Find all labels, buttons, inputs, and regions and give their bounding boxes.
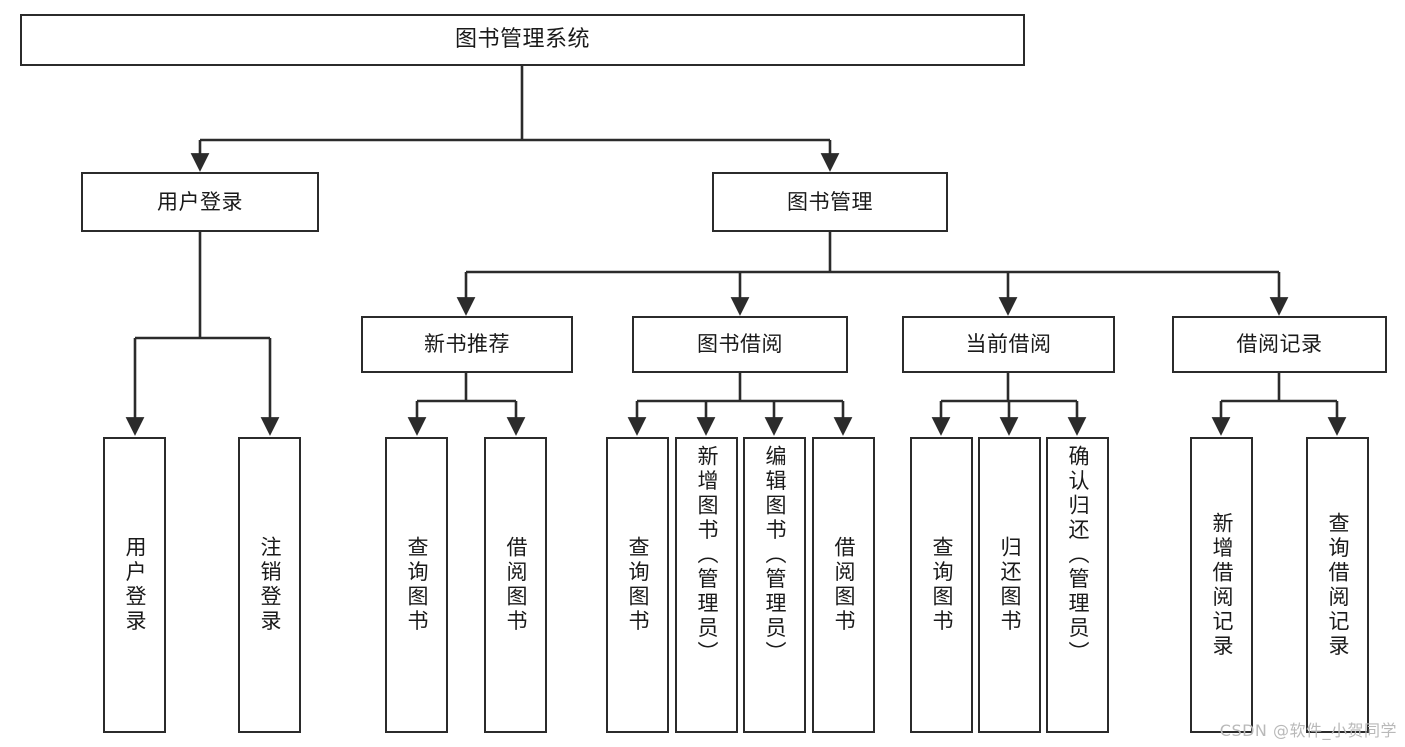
node-leaf-borrow-book-2[interactable]: 借阅图书 — [812, 437, 875, 733]
node-leaf-query-book-3-label: 查询图书 — [930, 536, 954, 634]
node-leaf-query-book-1[interactable]: 查询图书 — [385, 437, 448, 733]
node-leaf-add-book-label: 新增图书（管理员） — [695, 445, 719, 666]
node-leaf-query-book-2-label: 查询图书 — [626, 536, 650, 634]
node-new-book-recommend-label: 新书推荐 — [424, 332, 510, 357]
node-leaf-query-book-1-label: 查询图书 — [405, 536, 429, 634]
node-leaf-add-record[interactable]: 新增借阅记录 — [1190, 437, 1253, 733]
node-leaf-confirm-return[interactable]: 确认归还（管理员） — [1046, 437, 1109, 733]
node-borrow-record-label: 借阅记录 — [1236, 332, 1323, 357]
node-book-borrow[interactable]: 图书借阅 — [632, 316, 848, 373]
node-leaf-confirm-return-label: 确认归还（管理员） — [1066, 445, 1090, 666]
node-current-borrow-label: 当前借阅 — [965, 332, 1052, 357]
node-current-borrow[interactable]: 当前借阅 — [902, 316, 1115, 373]
node-leaf-query-record[interactable]: 查询借阅记录 — [1306, 437, 1369, 733]
node-leaf-query-book-3[interactable]: 查询图书 — [910, 437, 973, 733]
node-leaf-query-book-2[interactable]: 查询图书 — [606, 437, 669, 733]
node-book-manage-label: 图书管理 — [787, 189, 873, 214]
csdn-watermark: CSDN @软件_小贺同学 — [1219, 721, 1397, 740]
node-leaf-borrow-book-2-label: 借阅图书 — [832, 536, 856, 634]
node-leaf-borrow-book-1-label: 借阅图书 — [504, 536, 528, 634]
node-leaf-borrow-book-1[interactable]: 借阅图书 — [484, 437, 547, 733]
node-leaf-add-book[interactable]: 新增图书（管理员） — [675, 437, 738, 733]
node-leaf-return-book-label: 归还图书 — [998, 536, 1022, 634]
node-user-login[interactable]: 用户登录 — [81, 172, 319, 232]
node-book-borrow-label: 图书借阅 — [697, 332, 783, 357]
node-leaf-edit-book-label: 编辑图书（管理员） — [763, 445, 787, 666]
node-leaf-user-login-label: 用户登录 — [123, 536, 147, 634]
node-leaf-return-book[interactable]: 归还图书 — [978, 437, 1041, 733]
node-leaf-edit-book[interactable]: 编辑图书（管理员） — [743, 437, 806, 733]
node-leaf-user-login[interactable]: 用户登录 — [103, 437, 166, 733]
node-root-label: 图书管理系统 — [454, 27, 590, 53]
node-leaf-logout-label: 注销登录 — [258, 536, 282, 634]
node-book-manage[interactable]: 图书管理 — [712, 172, 948, 232]
node-new-book-recommend[interactable]: 新书推荐 — [361, 316, 573, 373]
node-root[interactable]: 图书管理系统 — [20, 14, 1025, 66]
node-leaf-add-record-label: 新增借阅记录 — [1210, 511, 1234, 659]
node-user-login-label: 用户登录 — [157, 189, 243, 214]
node-leaf-logout[interactable]: 注销登录 — [238, 437, 301, 733]
node-borrow-record[interactable]: 借阅记录 — [1172, 316, 1387, 373]
node-leaf-query-record-label: 查询借阅记录 — [1326, 511, 1350, 659]
